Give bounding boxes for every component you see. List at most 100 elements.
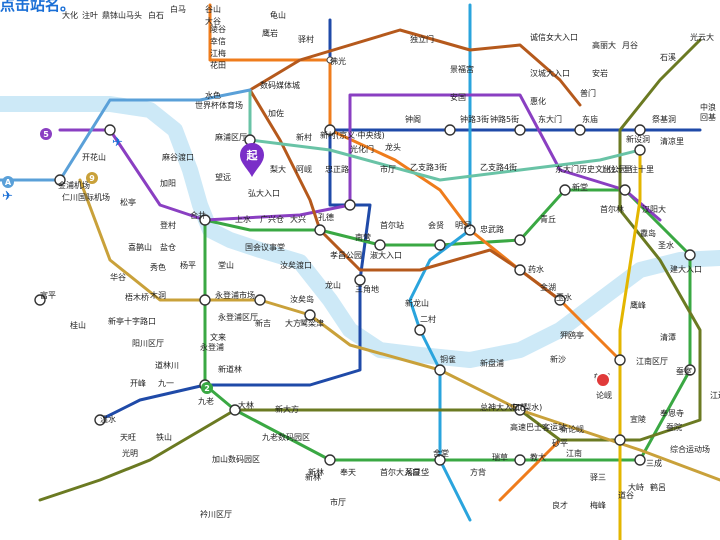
station-label[interactable]: 合井 xyxy=(190,210,206,220)
station-label[interactable]: 阳川区厅 xyxy=(132,339,164,348)
station-label[interactable]: 新龙山 xyxy=(405,298,429,308)
station-label[interactable]: 鹤呂 xyxy=(650,482,666,492)
station-label[interactable]: 衿川区厅 xyxy=(200,509,232,519)
station-label[interactable]: 三成 xyxy=(646,458,662,468)
station-label[interactable]: 九一 xyxy=(158,379,174,388)
station-label[interactable]: 孔德 xyxy=(318,212,334,222)
station-label[interactable]: 教大 xyxy=(530,452,546,462)
station-label[interactable]: 白石 xyxy=(148,10,164,20)
station-label[interactable]: 金湖 xyxy=(540,282,556,292)
station-label[interactable]: 祭基洞 xyxy=(652,114,676,124)
station-label[interactable]: 药水 xyxy=(528,264,544,274)
station-label[interactable]: 大峙 xyxy=(628,482,644,492)
station-label[interactable]: 汉阳大 xyxy=(642,204,666,214)
station-label[interactable]: 九老数码园区 xyxy=(262,432,310,442)
station-label[interactable]: 新村 xyxy=(296,132,312,142)
station-label[interactable]: 江南 xyxy=(566,448,582,458)
station-label[interactable]: 东大门历史文化公园 xyxy=(555,164,627,174)
station-label[interactable]: 钟阁 xyxy=(405,114,421,124)
station-label[interactable]: 国会议事堂 xyxy=(245,242,285,252)
station-label[interactable]: 清潭 xyxy=(660,332,676,342)
station-label[interactable]: 鼎钵山 xyxy=(102,10,126,20)
station-label[interactable]: 大化 xyxy=(62,10,78,20)
station-label[interactable]: 新亭十字路口 xyxy=(108,316,156,326)
station-label[interactable]: 会贤 xyxy=(428,220,444,230)
station-label[interactable]: 天旺 xyxy=(120,433,136,442)
station-label[interactable]: 蚕室 xyxy=(676,366,692,376)
station-label[interactable]: 总神大入口(梨水) xyxy=(480,402,542,412)
station-label[interactable]: 纛岛 xyxy=(640,228,656,238)
station-label[interactable]: 新大方 xyxy=(275,404,299,414)
station-label[interactable]: 麻谷渡口 xyxy=(162,152,194,162)
station-label[interactable]: 堂山 xyxy=(218,260,234,270)
station-label[interactable]: 龙山 xyxy=(325,280,341,290)
station-label[interactable]: 往十里 xyxy=(630,164,654,174)
station-label[interactable]: 石溪 xyxy=(660,52,676,62)
station-label[interactable]: 永登浦市场 xyxy=(215,290,255,300)
station-label[interactable]: 松亭 xyxy=(120,197,136,207)
station-label[interactable]: 佛光 xyxy=(330,56,346,66)
station-label[interactable]: 水色 xyxy=(205,90,221,100)
station-label[interactable]: 汉城大入口 xyxy=(530,68,570,78)
station-label[interactable]: 良才 xyxy=(552,500,568,510)
station-label[interactable]: 马头 xyxy=(126,10,142,20)
station-label[interactable]: 龟山 xyxy=(270,10,286,20)
station-label[interactable]: 梧木桥 xyxy=(125,292,149,302)
station-label[interactable]: 新吉 xyxy=(255,318,271,328)
station-label[interactable]: 注叶 xyxy=(82,10,98,20)
station-label[interactable]: 蚕院 xyxy=(666,422,682,432)
station-label[interactable]: 钟路5街 xyxy=(490,114,519,124)
station-label[interactable]: 三角地 xyxy=(355,284,379,294)
station-label[interactable]: 安岩 xyxy=(592,68,608,78)
station-label[interactable]: 桂山 xyxy=(70,320,86,330)
station-label[interactable]: 龙头 xyxy=(385,142,401,152)
station-label[interactable]: 新林 xyxy=(305,472,321,482)
station-label[interactable]: 大方 xyxy=(285,318,301,328)
station-label[interactable]: 东庙 xyxy=(582,114,598,124)
station-label[interactable]: 汝矣渡口 xyxy=(280,260,312,270)
station-labels[interactable]: 大化注叶鼎钵山马头白石白马谷山大谷陵谷幸信江梅花田龟山鹰岩驿村佛光独立门景福宫安… xyxy=(40,4,720,519)
station-label[interactable]: 方背 xyxy=(470,467,486,477)
station-label[interactable]: 二村 xyxy=(420,314,436,324)
station-label[interactable]: 奉天 xyxy=(340,467,356,477)
station-label[interactable]: 喜鹊山 xyxy=(128,242,152,252)
station-label[interactable]: 综合运动场 xyxy=(670,444,710,454)
station-label[interactable]: 乙支路4街 xyxy=(480,162,517,172)
station-label[interactable]: 开花山 xyxy=(82,152,106,162)
station-label[interactable]: 铁山 xyxy=(156,432,172,442)
station-label[interactable]: 清凉里 xyxy=(660,136,684,146)
station-label[interactable]: 永登浦 xyxy=(200,342,224,352)
station-label[interactable]: 广兴仓 xyxy=(260,214,284,224)
station-label[interactable]: 富平 xyxy=(40,290,56,300)
station-label[interactable]: 市厅 xyxy=(380,164,396,174)
station-label[interactable]: 建大入口 xyxy=(670,264,702,274)
station-label[interactable]: 忠武路 xyxy=(480,224,504,234)
station-label[interactable]: 弘大入口 xyxy=(248,188,280,198)
station-label[interactable]: 新堂 xyxy=(572,182,588,192)
station-label[interactable]: 驿村 xyxy=(298,34,314,44)
station-label[interactable]: 诚信女大入口 xyxy=(530,32,578,42)
station-label[interactable]: 大兴 xyxy=(290,214,306,224)
station-label[interactable]: 忠正路 xyxy=(325,164,349,174)
station-label[interactable]: 钟路3街 xyxy=(460,114,489,124)
station-label[interactable]: 惠化 xyxy=(530,96,546,106)
station-label[interactable]: 望远 xyxy=(215,172,231,182)
station-label[interactable]: 江边 xyxy=(710,390,720,400)
station-label[interactable]: 新村(京义·中央线) xyxy=(320,130,385,140)
station-label[interactable]: 论岘 xyxy=(596,390,612,400)
station-label[interactable]: 高丽大 xyxy=(592,40,616,50)
station-label[interactable]: 登村 xyxy=(160,220,176,230)
station-label[interactable]: 安国 xyxy=(450,92,466,102)
station-label[interactable]: 木洞 xyxy=(150,290,166,300)
station-label[interactable]: 汝矣岛 xyxy=(290,294,314,304)
station-label[interactable]: 青丘 xyxy=(540,214,556,224)
station-label[interactable]: 普门 xyxy=(580,88,596,98)
station-label[interactable]: 杨平 xyxy=(180,260,196,270)
station-label[interactable]: 明洞 xyxy=(455,220,471,230)
station-label[interactable]: 花田 xyxy=(210,60,226,70)
station-label[interactable]: 数码媒体城 xyxy=(260,80,300,90)
station-label[interactable]: 盐仓 xyxy=(160,242,176,252)
station-label[interactable]: 乙支路3街 xyxy=(410,162,447,172)
station-label[interactable]: 新林 xyxy=(308,467,324,477)
